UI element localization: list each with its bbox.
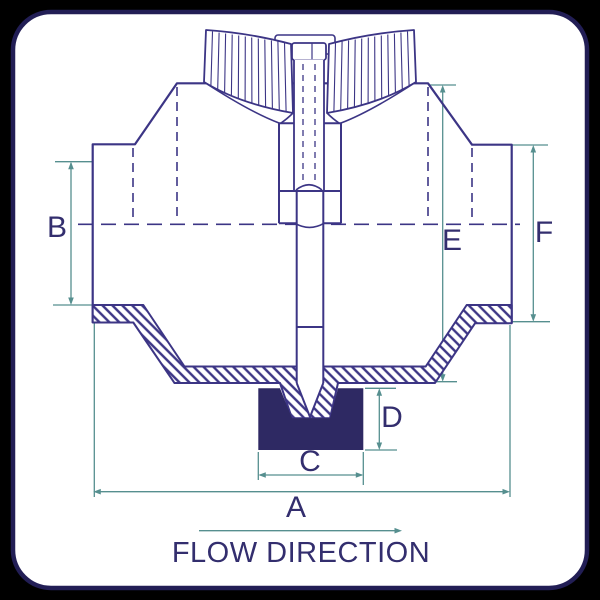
flow-direction-label: FLOW DIRECTION — [172, 537, 430, 569]
bonnet-lines — [278, 122, 342, 225]
dimension-label-c: C — [299, 445, 321, 478]
dimension-c-lines — [257, 452, 364, 485]
thread-core-lines — [302, 64, 316, 184]
wing-ribs — [210, 31, 287, 112]
dimension-label-a: A — [286, 491, 306, 524]
dimension-d-lines — [365, 387, 397, 451]
wing-underside — [326, 81, 417, 124]
stem-shaft — [296, 191, 324, 383]
threaded-rod-walls — [293, 60, 325, 191]
wing-handle — [203, 29, 417, 192]
dimension-label-d: D — [381, 401, 403, 434]
right-wing — [326, 29, 417, 124]
rod-dome-arc — [295, 183, 323, 191]
wing-underside — [203, 81, 294, 124]
dimension-b-lines — [53, 161, 93, 306]
dimension-label-f: F — [535, 216, 553, 249]
seat-block — [258, 388, 364, 450]
dimension-labels: A B C D E F FLOW DIRECTION — [47, 211, 553, 569]
dimension-f-lines — [512, 144, 550, 323]
stem-tip — [295, 382, 325, 418]
hidden-bore-lines — [132, 87, 473, 219]
dimension-label-e: E — [442, 224, 462, 257]
dimension-label-b: B — [47, 211, 67, 244]
dimension-a-lines — [93, 307, 511, 497]
threaded-rod-fill — [294, 59, 324, 191]
dimension-lines — [53, 84, 550, 532]
bonnet — [278, 122, 342, 229]
wing-ribs — [333, 31, 410, 112]
stem-nut — [291, 42, 327, 61]
ball-top-arc — [294, 222, 325, 229]
left-wing — [203, 29, 294, 124]
